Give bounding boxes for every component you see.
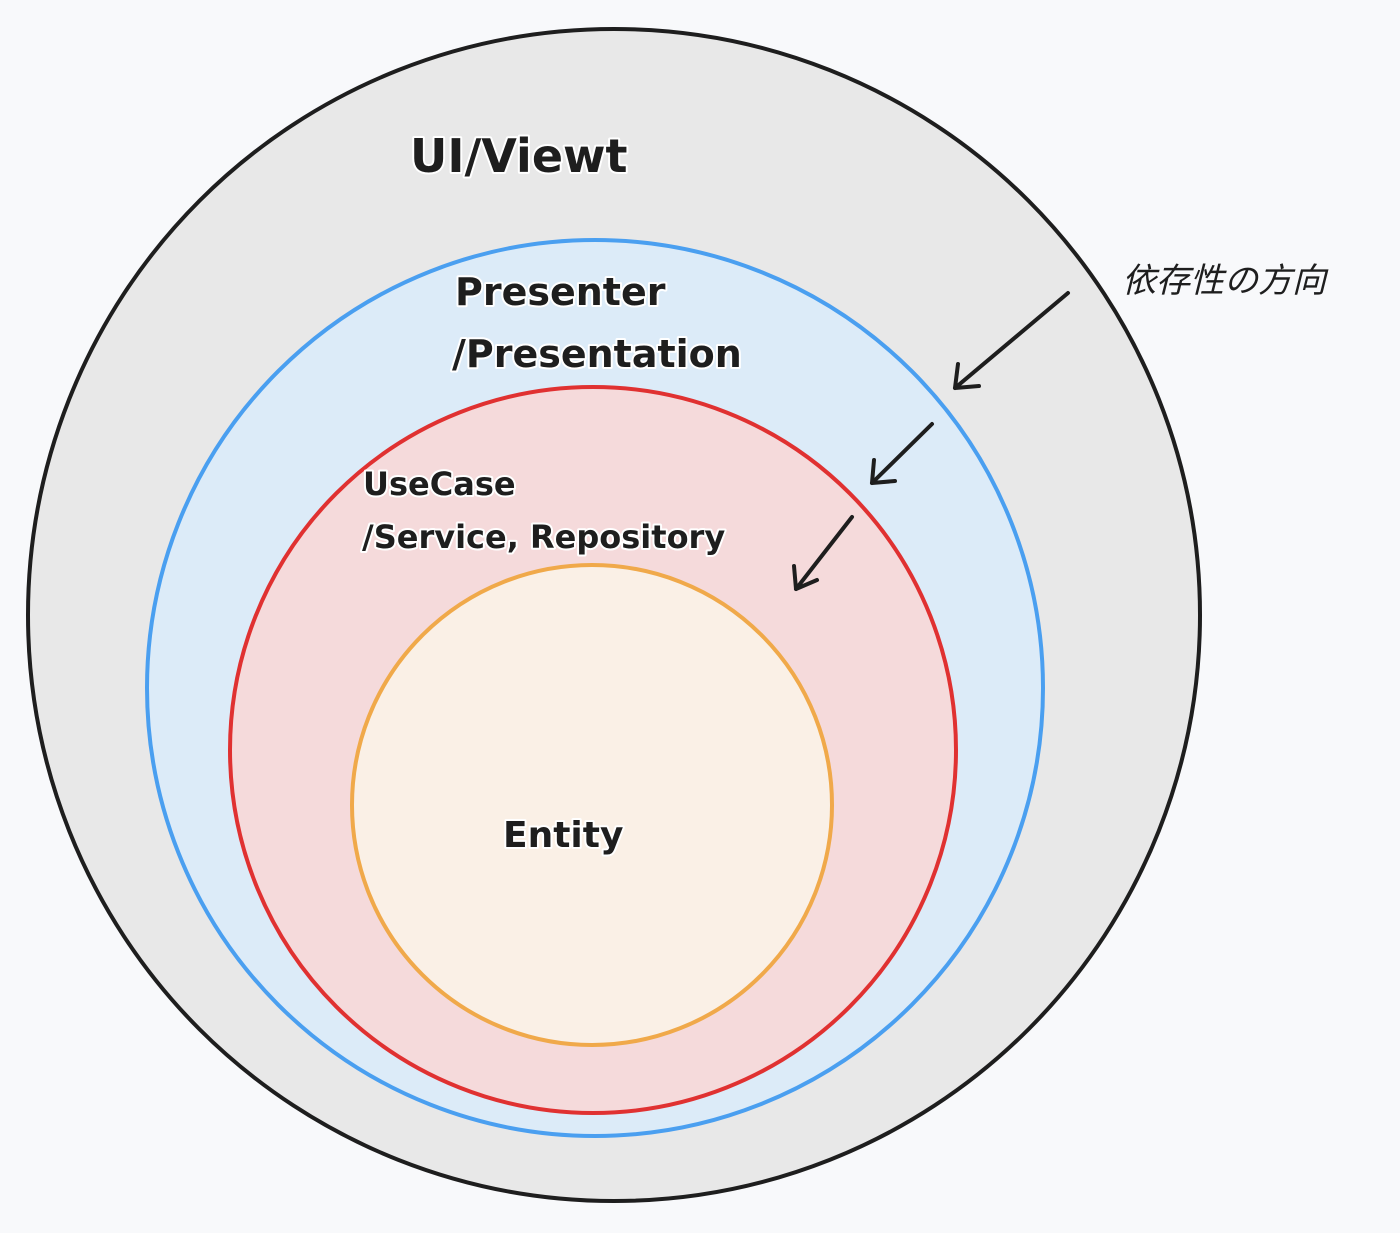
arrow-icon	[792, 515, 854, 591]
entity-label: Entity	[503, 815, 623, 856]
usecase-label-line2: /Service, Repository	[362, 518, 725, 556]
layer-entity	[350, 563, 834, 1047]
dependency-direction-label: 依存性の方向	[1122, 261, 1329, 301]
usecase-label-line1: UseCase	[363, 465, 516, 503]
arrow-icon	[953, 291, 1070, 390]
dependency-arrows	[792, 291, 1070, 591]
presenter-label-line2: /Presentation	[452, 332, 742, 376]
arrow-icon	[870, 422, 934, 485]
presenter-label-line1: Presenter	[455, 270, 666, 314]
ui-view-label: UI/Viewt	[410, 129, 628, 183]
